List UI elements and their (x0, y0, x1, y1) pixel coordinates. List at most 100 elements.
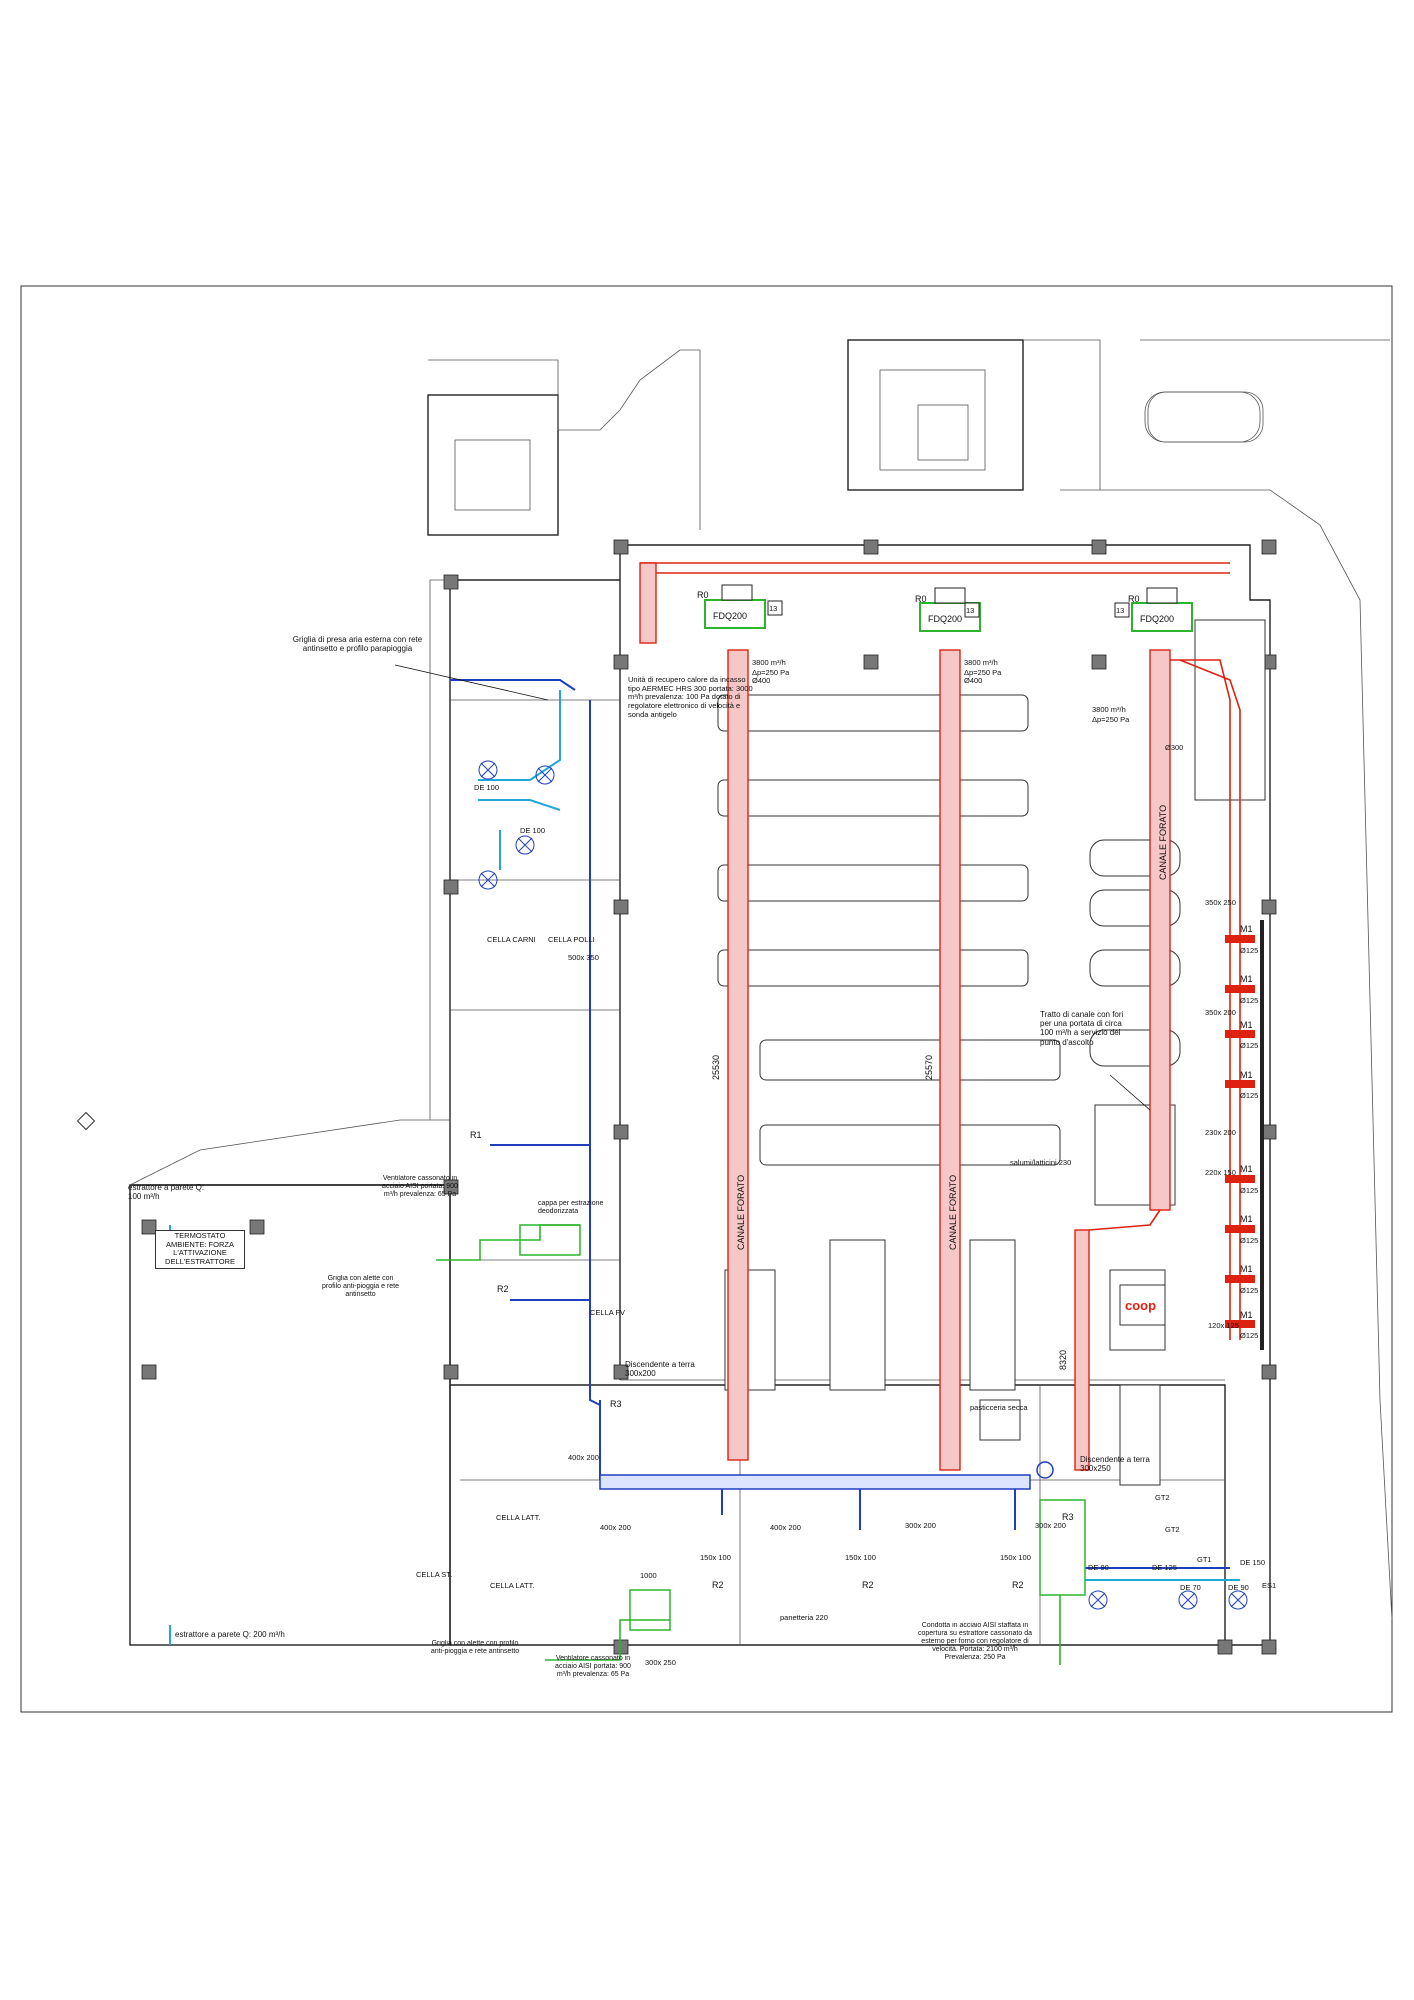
size-label: 500x 350 (568, 953, 599, 962)
size-label: 300x 250 (645, 1658, 676, 1667)
size-label: 120x 125 (1208, 1321, 1239, 1330)
r2-tag: R2 (497, 1284, 509, 1294)
size-label: 150x 100 (700, 1553, 731, 1562)
note-griglia-presa: Griglia di presa aria esterna con rete a… (293, 635, 422, 653)
dimension-1: 25530 (711, 1055, 721, 1080)
machine-r0-1: FDQ200 R0 13 (697, 584, 783, 629)
supply-ducting (639, 562, 1241, 1471)
machine-label: FDQ200 (713, 611, 747, 621)
r2-tag: R2 (712, 1580, 724, 1590)
machine-id: R0 (1128, 594, 1140, 604)
note-termostato: TERMOSTATO AMBIENTE: FORZA L'ATTIVAZIONE… (155, 1230, 245, 1269)
flow-label: 3800 m³/h (1092, 705, 1126, 714)
es1-tag: ES1 (1262, 1581, 1276, 1590)
note-estrattore-top: estrattore a parete Q: 100 m³/h (128, 1183, 204, 1201)
brand-logo: coop (1125, 1298, 1156, 1313)
diffuser-symbols (478, 760, 1248, 1610)
size-label: 300x 200 (1035, 1521, 1066, 1530)
diameter-label: Ø300 (1165, 743, 1183, 752)
de-tag: DE 90 (1228, 1583, 1249, 1592)
room-labels: CELLA CARNI CELLA POLLI CELLA LATT. CELL… (416, 935, 1071, 1622)
drawing-frame (20, 285, 1393, 1713)
diam-tag: Ø125 (1240, 946, 1258, 955)
m1-tag: M1 (1240, 924, 1253, 934)
flow-label: 3800 m³/h (752, 658, 786, 667)
r2-tag: R2 (862, 1580, 874, 1590)
size-label: 300x 200 (905, 1521, 936, 1530)
gt2-tag: GT2 (1165, 1525, 1180, 1534)
note-griglia-alette-2: Griglia con alette con profilo anti-piog… (431, 1640, 519, 1655)
note-tratto: Tratto di canale con fori per una portat… (1040, 1010, 1123, 1047)
size-label: 150x 100 (845, 1553, 876, 1562)
room-label: CELLA LATT. (496, 1513, 540, 1522)
duct-labels: CANALE FORATO CANALE FORATO CANALE FORAT… (711, 658, 1183, 1370)
size-label: 230x 200 (1205, 1128, 1236, 1137)
dimension-3: 8320 (1058, 1350, 1068, 1370)
car-outline (1144, 391, 1261, 443)
size-label: 400x 200 (568, 1453, 599, 1462)
r3-tag: R3 (1062, 1512, 1074, 1522)
extract-ducting (450, 679, 1230, 1569)
gt2-tag: GT2 (1155, 1493, 1170, 1502)
equipment-tags: R1 R2 R3 R2 R2 R2 R3 GT2 GT2 GT1 ES1 DE … (470, 783, 1276, 1592)
machine-num: 13 (769, 604, 777, 613)
machine-r0-3: FDQ200 R0 13 (1114, 587, 1193, 632)
m1-tag: M1 (1240, 974, 1253, 984)
brand-sign: coop (1119, 1284, 1166, 1326)
de-tag: DE 90 (1088, 1563, 1109, 1572)
machine-label: FDQ200 (928, 614, 962, 624)
dimension-2: 25570 (924, 1055, 934, 1080)
diam-tag: Ø125 (1240, 1091, 1258, 1100)
size-label: 350x 250 (1205, 898, 1236, 907)
structural-columns (141, 539, 1277, 1655)
machine-num: 13 (966, 606, 974, 615)
machine-id: R0 (697, 590, 709, 600)
size-label: 220x 150 (1205, 1168, 1236, 1177)
room-label: pasticceria secca (970, 1403, 1028, 1412)
fresh-air-ducting (436, 1224, 1086, 1665)
canale-label-3: CANALE FORATO (1158, 805, 1168, 880)
de-tag: DE 125 (1152, 1563, 1177, 1572)
diffuser-tags: M1 M1 M1 M1 M1 M1 M1 M1 Ø125 Ø125 Ø125 Ø… (1240, 924, 1258, 1340)
site-marker (76, 1111, 96, 1131)
m1-tag: M1 (1240, 1214, 1253, 1224)
room-label: salumi/latticini 230 (1010, 1158, 1071, 1167)
machine-label: FDQ200 (1140, 614, 1174, 624)
diam-tag: Ø125 (1240, 996, 1258, 1005)
m1-tag: M1 (1240, 1020, 1253, 1030)
m1-tag: M1 (1240, 1310, 1253, 1320)
room-label: panetteria 220 (780, 1613, 828, 1622)
pressure-label: Δp=250 Pa (752, 668, 790, 677)
canale-label-1: CANALE FORATO (736, 1175, 746, 1250)
context-buildings (427, 339, 1393, 1621)
machine-num: 13 (1116, 606, 1124, 615)
diffuser-row (1225, 920, 1264, 1350)
note-discendente-1: Discendente a terra 300x200 (625, 1360, 695, 1378)
room-label: CELLA LATT. (490, 1581, 534, 1590)
r2-tag: R2 (1012, 1580, 1024, 1590)
diam-tag: Ø125 (1240, 1041, 1258, 1050)
m1-tag: M1 (1240, 1164, 1253, 1174)
canale-label-2: CANALE FORATO (948, 1175, 958, 1250)
diam-tag: Ø125 (1240, 1331, 1258, 1340)
diam-tag: Ø125 (1240, 1286, 1258, 1295)
size-label: 400x 200 (600, 1523, 631, 1532)
room-label: CELLA FV (590, 1308, 625, 1317)
note-condotta: Condotta in acciaio AISI staffata in cop… (918, 1622, 1032, 1661)
machine-id: R0 (915, 594, 927, 604)
note-estrattore-bottom: estrattore a parete Q: 200 m³/h (175, 1630, 285, 1639)
de-tag: DE 100 (520, 826, 545, 835)
note-recupero: Unità di recupero calore da incasso tipo… (628, 676, 753, 718)
de-tag: DE 150 (1240, 1558, 1265, 1567)
r3-tag: R3 (610, 1399, 622, 1409)
note-ventilatore-2: Ventilatore cassonato in acciaio AISI po… (555, 1655, 631, 1678)
diam-tag: Ø125 (1240, 1236, 1258, 1245)
de-tag: DE 100 (474, 783, 499, 792)
room-label: CELLA CARNI (487, 935, 536, 944)
room-label: CELLA ST. (416, 1570, 452, 1579)
diameter-label: Ø400 (964, 676, 982, 685)
m1-tag: M1 (1240, 1264, 1253, 1274)
pressure-label: Δp=250 Pa (1092, 715, 1130, 724)
size-label: 350x 200 (1205, 1008, 1236, 1017)
